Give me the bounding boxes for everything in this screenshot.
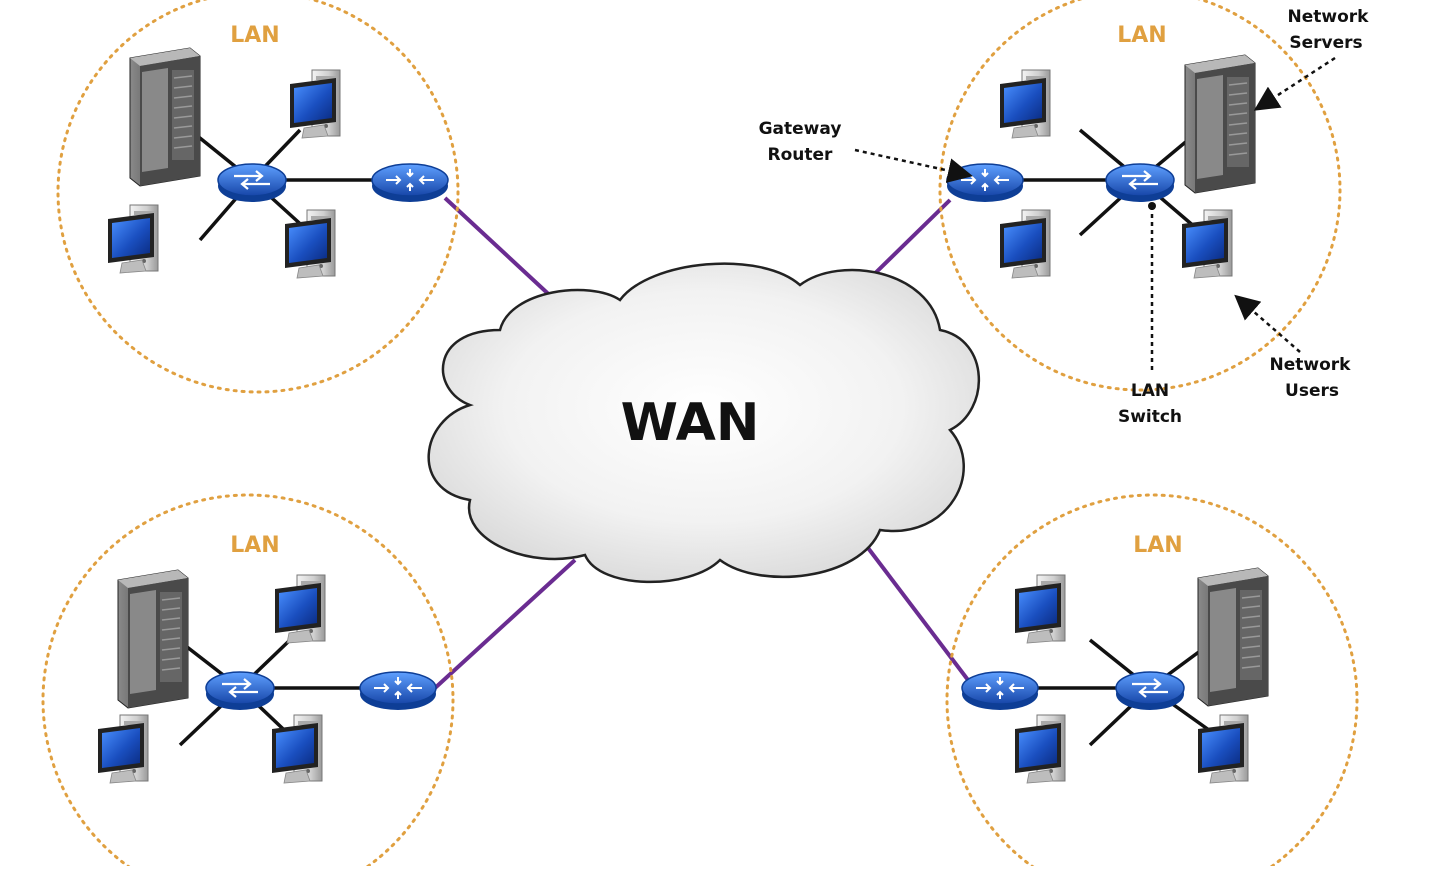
lan-boundary-circle xyxy=(945,493,1359,870)
workstation-icon xyxy=(1197,714,1249,784)
callout-gateway-router: Gateway Router xyxy=(759,119,973,183)
switch-icon xyxy=(216,162,288,204)
workstation-icon xyxy=(97,714,149,784)
callout-router-label: Router xyxy=(768,145,834,165)
lan-bottom-right: LAN xyxy=(945,493,1359,870)
lan-boundary-circle xyxy=(41,493,455,870)
callout-network-servers: Network Servers xyxy=(1253,7,1370,111)
router-icon xyxy=(961,671,1039,711)
server-icon xyxy=(117,569,189,709)
router-icon xyxy=(946,163,1024,203)
callout-switch-label: Switch xyxy=(1118,407,1182,427)
lan-top-right: LAN xyxy=(938,0,1342,392)
router-icon xyxy=(371,163,449,203)
callout-network-label: Network xyxy=(1288,7,1370,27)
workstation-icon xyxy=(999,69,1051,139)
callout-lan-switch: LAN Switch xyxy=(1118,202,1182,427)
lan-top-left: LAN xyxy=(56,0,460,394)
workstation-icon xyxy=(274,574,326,644)
workstation-icon xyxy=(289,69,341,139)
callout-lan-label: LAN xyxy=(1131,381,1169,401)
lan-label: LAN xyxy=(230,23,279,48)
callout-network-users: Network Users xyxy=(1234,294,1352,401)
server-icon xyxy=(129,47,201,187)
server-icon xyxy=(1184,54,1256,194)
wan-link-bottom-left xyxy=(433,558,577,690)
workstation-icon xyxy=(999,209,1051,279)
switch-icon xyxy=(1114,670,1186,712)
lan-bottom-left: LAN xyxy=(41,493,455,870)
lan-label: LAN xyxy=(1117,23,1166,48)
lan-label: LAN xyxy=(1133,533,1182,558)
wan-label: WAN xyxy=(621,393,760,453)
lan-label: LAN xyxy=(230,533,279,558)
lan-boundary-circle xyxy=(56,0,460,394)
switch-icon xyxy=(204,670,276,712)
wan-cloud: WAN xyxy=(427,262,981,584)
callout-servers-label: Servers xyxy=(1289,33,1362,53)
callouts: Gateway Router Network Servers LAN Switc… xyxy=(759,7,1370,427)
workstation-icon xyxy=(1014,574,1066,644)
workstation-icon xyxy=(107,204,159,274)
server-icon xyxy=(1197,567,1269,707)
callout-network-label: Network xyxy=(1270,355,1352,375)
wan-link-bottom-right xyxy=(860,538,970,682)
workstation-icon xyxy=(284,209,336,279)
callout-users-label: Users xyxy=(1285,381,1339,401)
switch-icon xyxy=(1104,162,1176,204)
lan-boundary-circle xyxy=(938,0,1342,392)
router-icon xyxy=(359,671,437,711)
workstation-icon xyxy=(1014,714,1066,784)
callout-gateway-label: Gateway xyxy=(759,119,842,139)
